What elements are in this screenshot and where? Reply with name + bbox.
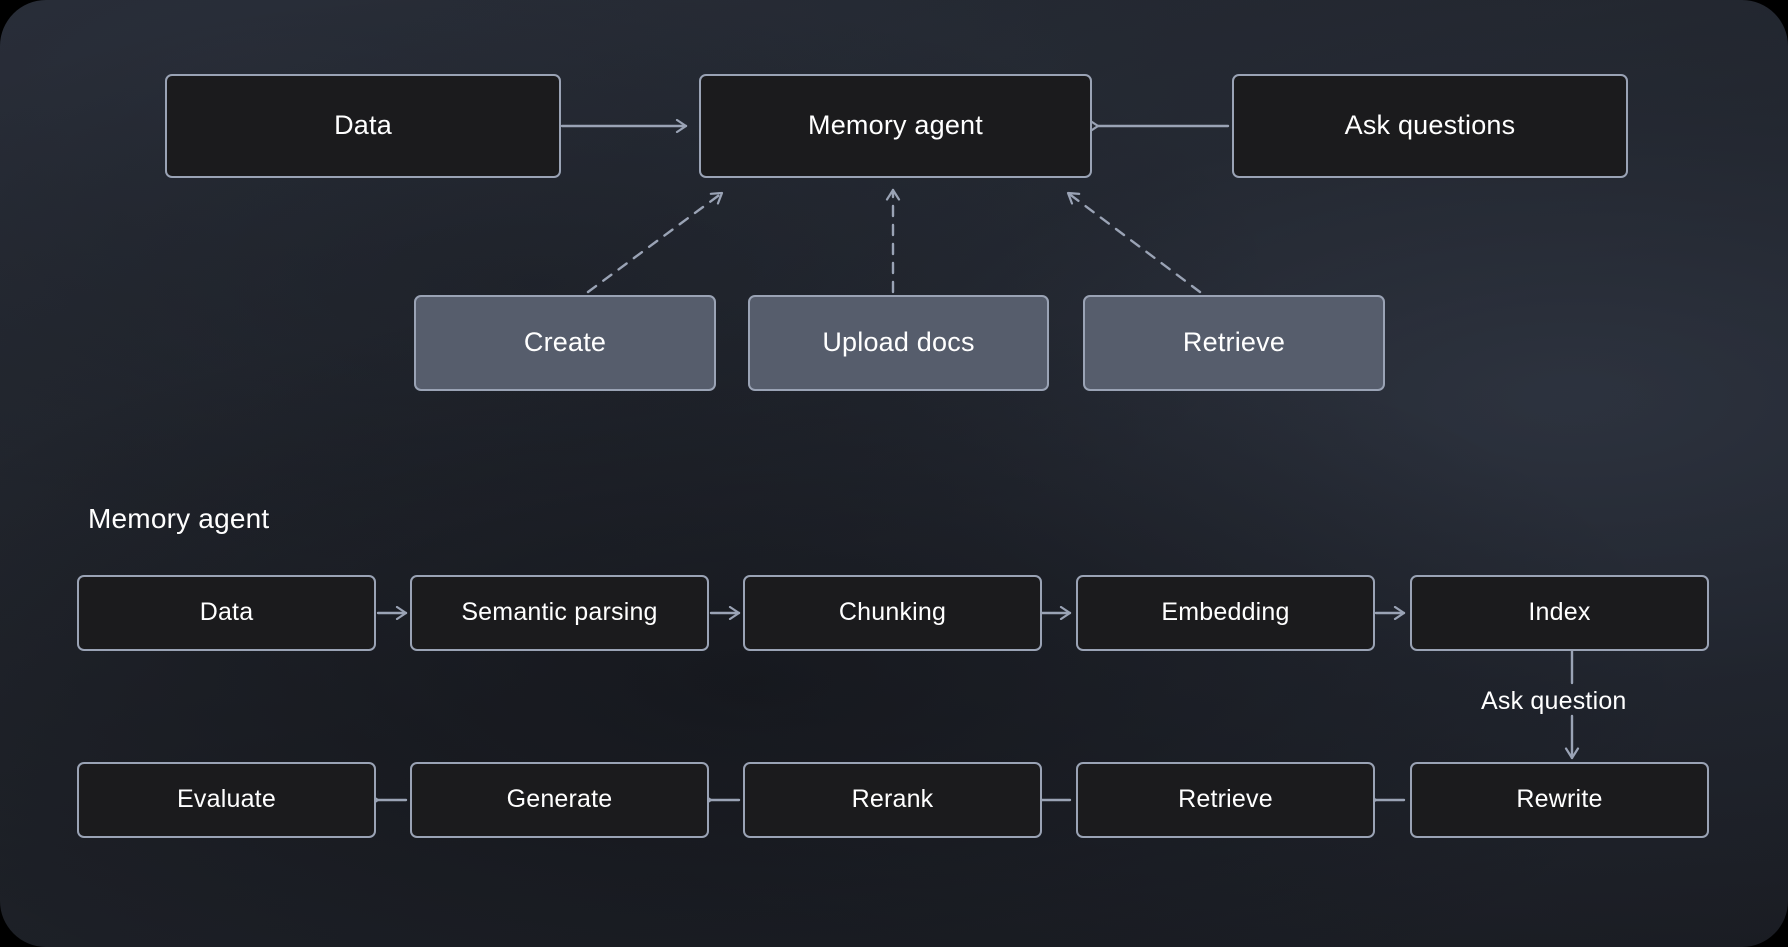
node-pipeline-embedding[interactable]: Embedding bbox=[1076, 575, 1375, 651]
node-upload-docs[interactable]: Upload docs bbox=[748, 295, 1049, 391]
node-pipeline-evaluate[interactable]: Evaluate bbox=[77, 762, 376, 838]
node-ask-questions[interactable]: Ask questions bbox=[1232, 74, 1628, 178]
node-label: Retrieve bbox=[1182, 327, 1286, 358]
node-label: Create bbox=[523, 327, 607, 358]
node-pipeline-rerank[interactable]: Rerank bbox=[743, 762, 1042, 838]
node-label: Data bbox=[199, 598, 254, 627]
edge-create-to-memory-agent bbox=[586, 191, 724, 294]
node-pipeline-data[interactable]: Data bbox=[77, 575, 376, 651]
node-label: Retrieve bbox=[1178, 785, 1273, 814]
node-pipeline-rewrite[interactable]: Rewrite bbox=[1410, 762, 1709, 838]
node-pipeline-retrieve[interactable]: Retrieve bbox=[1076, 762, 1375, 838]
node-label: Upload docs bbox=[822, 327, 975, 358]
node-label: Rewrite bbox=[1516, 785, 1603, 814]
node-pipeline-semantic-parsing[interactable]: Semantic parsing bbox=[410, 575, 709, 651]
node-label: Generate bbox=[506, 785, 613, 814]
node-pipeline-index[interactable]: Index bbox=[1410, 575, 1709, 651]
node-label: Chunking bbox=[838, 598, 947, 627]
node-label: Data bbox=[334, 110, 392, 141]
node-retrieve-overview[interactable]: Retrieve bbox=[1083, 295, 1385, 391]
node-label: Semantic parsing bbox=[461, 598, 658, 627]
node-label: Rerank bbox=[851, 785, 934, 814]
node-pipeline-generate[interactable]: Generate bbox=[410, 762, 709, 838]
pipeline-section-title: Memory agent bbox=[88, 503, 270, 534]
node-label: Evaluate bbox=[177, 785, 276, 814]
node-label: Embedding bbox=[1161, 598, 1290, 627]
node-create[interactable]: Create bbox=[414, 295, 716, 391]
node-label: Ask questions bbox=[1344, 110, 1516, 141]
node-label: Index bbox=[1528, 598, 1591, 627]
node-pipeline-chunking[interactable]: Chunking bbox=[743, 575, 1042, 651]
edge-retrieve-to-memory-agent bbox=[1066, 191, 1202, 294]
node-memory-agent-overview[interactable]: Memory agent bbox=[699, 74, 1092, 178]
node-label: Memory agent bbox=[808, 110, 983, 141]
edge-label-ask-question: Ask question bbox=[1481, 687, 1627, 715]
node-data-overview[interactable]: Data bbox=[165, 74, 561, 178]
